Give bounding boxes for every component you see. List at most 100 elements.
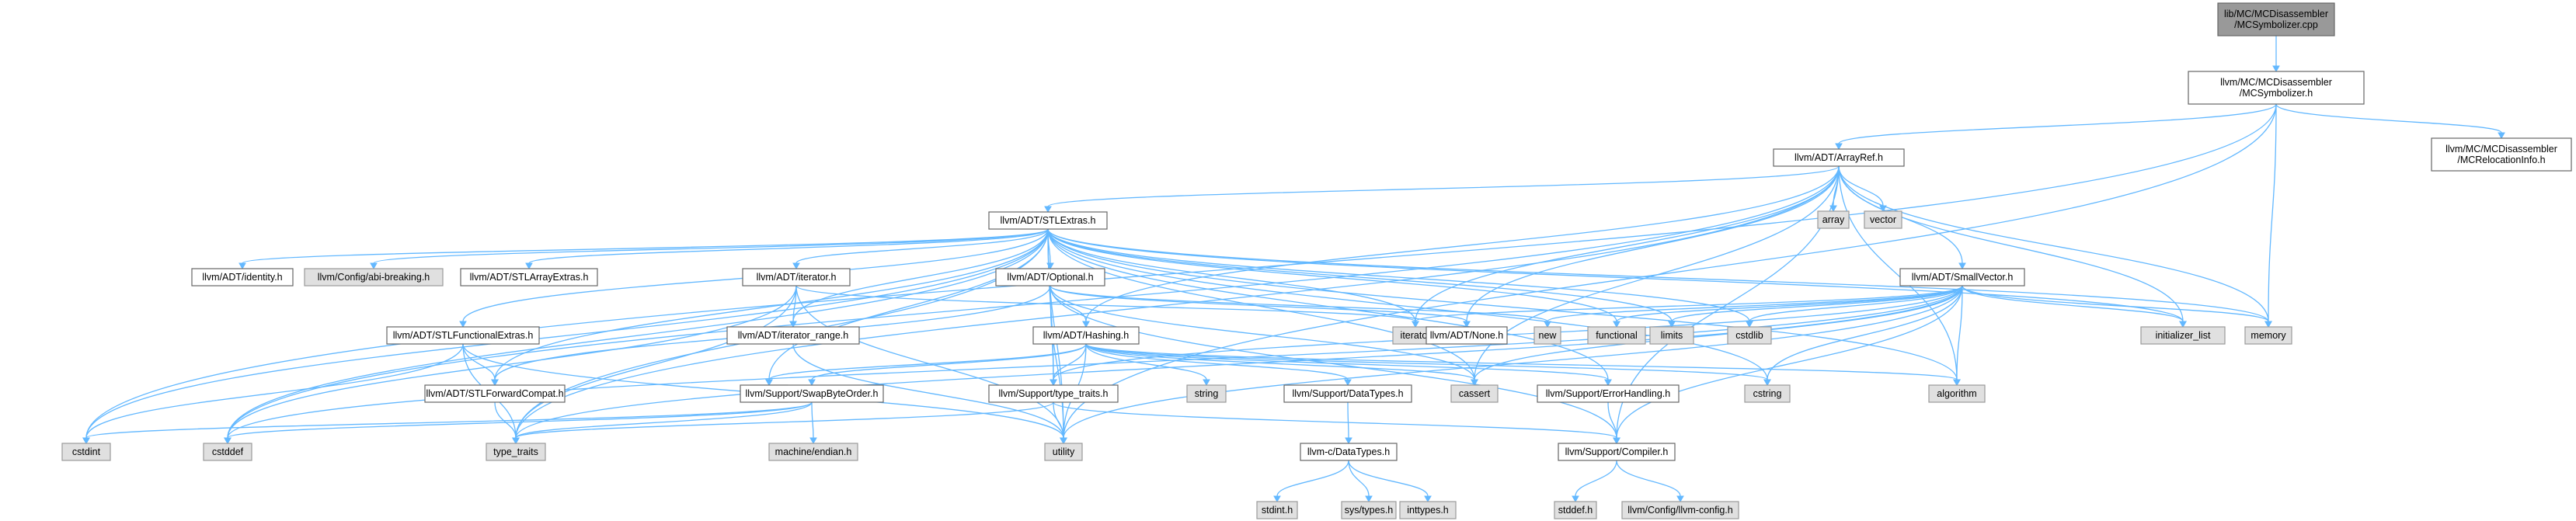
node-mcreloc[interactable]: llvm/MC/MCDisassembler/MCRelocationInfo.… — [2431, 137, 2572, 172]
node-label: llvm/ADT/SmallVector.h — [1912, 272, 2014, 283]
edge-mcsym-mcreloc — [2275, 103, 2505, 140]
edge-line — [373, 228, 1049, 264]
node-cassert: cassert — [1450, 384, 1499, 403]
node-iterator_range[interactable]: llvm/ADT/iterator_range.h — [726, 326, 860, 345]
node-datatypes[interactable]: llvm/Support/DataTypes.h — [1283, 384, 1412, 403]
edge-line — [227, 285, 797, 439]
node-box — [1533, 326, 1561, 345]
node-root[interactable]: lib/MC/MCDisassembler/MCSymbolizer.cpp — [2217, 2, 2335, 36]
node-typetraits_h[interactable]: llvm/Support/type_traits.h — [988, 384, 1119, 403]
node-iterator_h[interactable]: llvm/ADT/iterator.h — [742, 268, 851, 287]
edge-arrowhead — [1273, 495, 1281, 503]
node-label: cstdlib — [1735, 330, 1763, 341]
edge-stlfunctional-stlforward — [462, 343, 499, 387]
edge-arrowhead — [238, 262, 246, 270]
edge-arrowhead — [789, 321, 797, 328]
node-algorithm: algorithm — [1928, 384, 1986, 403]
edge-line — [792, 228, 1049, 322]
node-label: llvm/MC/MCDisassembler — [2220, 77, 2332, 88]
edge-line — [1085, 343, 1768, 380]
edge-arrowhead — [1668, 321, 1676, 328]
edge-arrowhead — [1044, 206, 1052, 214]
node-box — [424, 384, 566, 403]
node-compiler[interactable]: llvm/Support/Compiler.h — [1558, 443, 1676, 461]
node-label: llvm/Support/ErrorHandling.h — [1546, 388, 1671, 399]
edge-line — [1047, 228, 2269, 322]
edge-hashing-datatypes — [1085, 343, 1352, 387]
node-errorhandling[interactable]: llvm/Support/ErrorHandling.h — [1537, 384, 1680, 403]
node-string: string — [1186, 384, 1227, 403]
node-label: limits — [1661, 330, 1683, 341]
edge-compiler-llvmconfig — [1616, 460, 1684, 503]
edge-stlextras-identity — [238, 228, 1049, 270]
node-stlforward[interactable]: llvm/ADT/STLForwardCompat.h — [424, 384, 566, 403]
node-arrayref[interactable]: llvm/ADT/ArrayRef.h — [1773, 148, 1905, 167]
node-optional[interactable]: llvm/ADT/Optional.h — [995, 268, 1105, 287]
edge-arrowhead — [1412, 321, 1419, 328]
edge-line — [1962, 285, 2184, 322]
edge-line — [1085, 343, 1958, 380]
edge-line — [1347, 401, 1349, 439]
node-box — [486, 443, 546, 461]
edge-cdatatypes-systypes — [1348, 460, 1373, 503]
node-label: llvm/ADT/ArrayRef.h — [1794, 152, 1883, 163]
edge-hashing-tuple — [765, 343, 1087, 387]
node-hashing[interactable]: llvm/ADT/Hashing.h — [1032, 326, 1140, 345]
edge-arrowhead — [1082, 321, 1090, 328]
edge-line — [811, 401, 814, 439]
node-cdatatypes[interactable]: llvm-c/DataTypes.h — [1300, 443, 1398, 461]
node-swapbyte[interactable]: llvm/Support/SwapByteOrder.h — [740, 384, 884, 403]
edge-line — [1838, 165, 1958, 380]
node-box — [1558, 443, 1676, 461]
edge-line — [768, 343, 1087, 380]
edge-iterator_h-cstddef — [224, 285, 797, 445]
node-smallvector[interactable]: llvm/ADT/SmallVector.h — [1899, 268, 2025, 287]
node-label: initializer_list — [2156, 330, 2211, 341]
edge-arrowhead — [1365, 495, 1373, 503]
node-label: array — [1822, 214, 1845, 225]
node-cstdlib: cstdlib — [1727, 326, 1772, 345]
edge-line — [1047, 165, 1840, 207]
edge-hashing-cassert — [1085, 343, 1478, 387]
node-box — [1864, 210, 1902, 229]
node-stlextras[interactable]: llvm/ADT/STLExtras.h — [988, 211, 1108, 230]
edge-line — [462, 343, 496, 380]
node-label: /MCSymbolizer.h — [2240, 88, 2313, 99]
edge-errorhandling-compiler — [1607, 401, 1620, 445]
edge-smallvector-limits — [1668, 285, 1963, 328]
node-none[interactable]: llvm/ADT/None.h — [1426, 326, 1508, 345]
node-label: memory — [2251, 330, 2286, 341]
edge-arrowhead — [1424, 495, 1432, 503]
node-stlarrayextras[interactable]: llvm/ADT/STLArrayExtras.h — [460, 268, 598, 287]
edges-layer — [82, 36, 2505, 503]
node-abibreaking: llvm/Config/abi-breaking.h — [304, 268, 444, 287]
edge-line — [1053, 343, 1087, 380]
node-type_traits: type_traits — [486, 443, 546, 461]
edge-arrowhead — [2498, 132, 2505, 140]
node-label: llvm/ADT/STLArrayExtras.h — [470, 272, 589, 283]
edge-swapbyte-cstdint — [82, 401, 813, 445]
edge-stlextras-abibreaking — [370, 228, 1049, 270]
edge-arrowhead — [1604, 379, 1612, 387]
node-box — [988, 384, 1119, 403]
edge-line — [227, 165, 1840, 439]
node-box — [1044, 443, 1083, 461]
edge-line — [1085, 343, 1207, 380]
node-identity[interactable]: llvm/ADT/identity.h — [191, 268, 294, 287]
node-label: new — [1539, 330, 1558, 341]
edge-line — [1749, 285, 1963, 322]
edge-line — [2268, 103, 2277, 322]
node-box — [61, 443, 111, 461]
node-label: cassert — [1459, 388, 1491, 399]
edge-stlextras-iterator_h — [792, 228, 1049, 270]
edge-line — [1053, 401, 1064, 439]
edge-stlextras-limits — [1047, 228, 1676, 328]
edge-typetraits_h-compiler — [1053, 401, 1620, 445]
node-cstring: cstring — [1744, 384, 1791, 403]
node-box — [191, 268, 294, 287]
edge-arrowhead — [1050, 379, 1057, 387]
node-mcsym[interactable]: llvm/MC/MCDisassembler/MCSymbolizer.h — [2188, 71, 2365, 105]
node-box — [2140, 326, 2226, 345]
node-stlfunctional[interactable]: llvm/ADT/STLFunctionalExtras.h — [386, 326, 540, 345]
node-label: type_traits — [493, 446, 538, 457]
